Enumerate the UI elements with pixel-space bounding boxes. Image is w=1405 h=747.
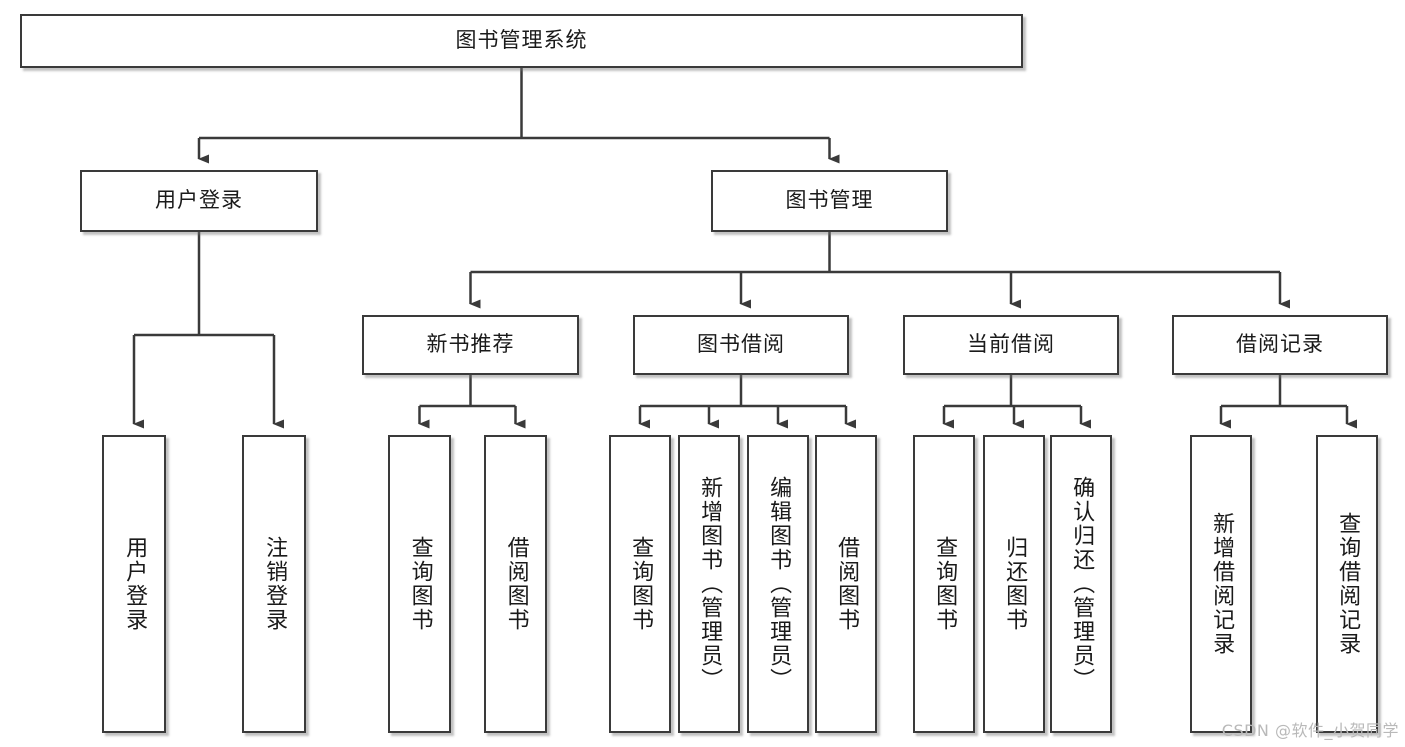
node-leaf-query-book-2[interactable]: 查询图书 bbox=[609, 435, 671, 733]
node-label: 图书管理 bbox=[785, 188, 874, 213]
node-label: 归还图书 bbox=[1002, 536, 1028, 632]
node-label: 注销登录 bbox=[262, 536, 288, 632]
node-label: 用户登录 bbox=[155, 188, 243, 213]
node-borrow-record[interactable]: 借阅记录 bbox=[1172, 315, 1388, 375]
node-label: 借阅记录 bbox=[1236, 332, 1324, 357]
node-leaf-add-record[interactable]: 新增借阅记录 bbox=[1190, 435, 1252, 733]
node-book-borrow[interactable]: 图书借阅 bbox=[633, 315, 849, 375]
node-current-borrow[interactable]: 当前借阅 bbox=[903, 315, 1119, 375]
node-leaf-confirm-return[interactable]: 确认归还（管理员） bbox=[1050, 435, 1112, 733]
node-leaf-borrow-book-1[interactable]: 借阅图书 bbox=[484, 435, 547, 733]
node-leaf-query-record[interactable]: 查询借阅记录 bbox=[1316, 435, 1378, 733]
node-leaf-query-book-3[interactable]: 查询图书 bbox=[913, 435, 975, 733]
node-leaf-borrow-book-2[interactable]: 借阅图书 bbox=[815, 435, 877, 733]
node-label: 用户登录 bbox=[122, 536, 148, 632]
csdn-watermark: CSDN @软件_小贺同学 bbox=[1221, 721, 1399, 740]
node-user-login[interactable]: 用户登录 bbox=[80, 170, 318, 232]
node-root[interactable]: 图书管理系统 bbox=[20, 14, 1023, 68]
node-label: 当前借阅 bbox=[967, 332, 1055, 357]
node-label: 确认归还（管理员） bbox=[1069, 476, 1095, 692]
node-label: 新增借阅记录 bbox=[1209, 512, 1235, 656]
node-label: 查询图书 bbox=[932, 536, 958, 632]
node-book-manage[interactable]: 图书管理 bbox=[711, 170, 948, 232]
node-label: 查询借阅记录 bbox=[1335, 512, 1361, 656]
node-label: 编辑图书（管理员） bbox=[766, 476, 792, 692]
node-label: 查询图书 bbox=[628, 536, 654, 632]
node-leaf-user-logout[interactable]: 注销登录 bbox=[242, 435, 306, 733]
node-label: 借阅图书 bbox=[834, 536, 860, 632]
node-new-book-rec[interactable]: 新书推荐 bbox=[362, 315, 579, 375]
node-label: 新书推荐 bbox=[426, 332, 515, 357]
node-label: 图书管理系统 bbox=[455, 28, 588, 53]
node-leaf-edit-book[interactable]: 编辑图书（管理员） bbox=[747, 435, 809, 733]
node-label: 借阅图书 bbox=[503, 536, 529, 632]
node-label: 查询图书 bbox=[407, 536, 433, 632]
node-label: 图书借阅 bbox=[697, 332, 785, 357]
node-leaf-return-book[interactable]: 归还图书 bbox=[983, 435, 1045, 733]
node-leaf-add-book[interactable]: 新增图书（管理员） bbox=[678, 435, 740, 733]
node-leaf-user-login[interactable]: 用户登录 bbox=[102, 435, 166, 733]
node-leaf-query-book-1[interactable]: 查询图书 bbox=[388, 435, 451, 733]
node-label: 新增图书（管理员） bbox=[697, 476, 723, 692]
